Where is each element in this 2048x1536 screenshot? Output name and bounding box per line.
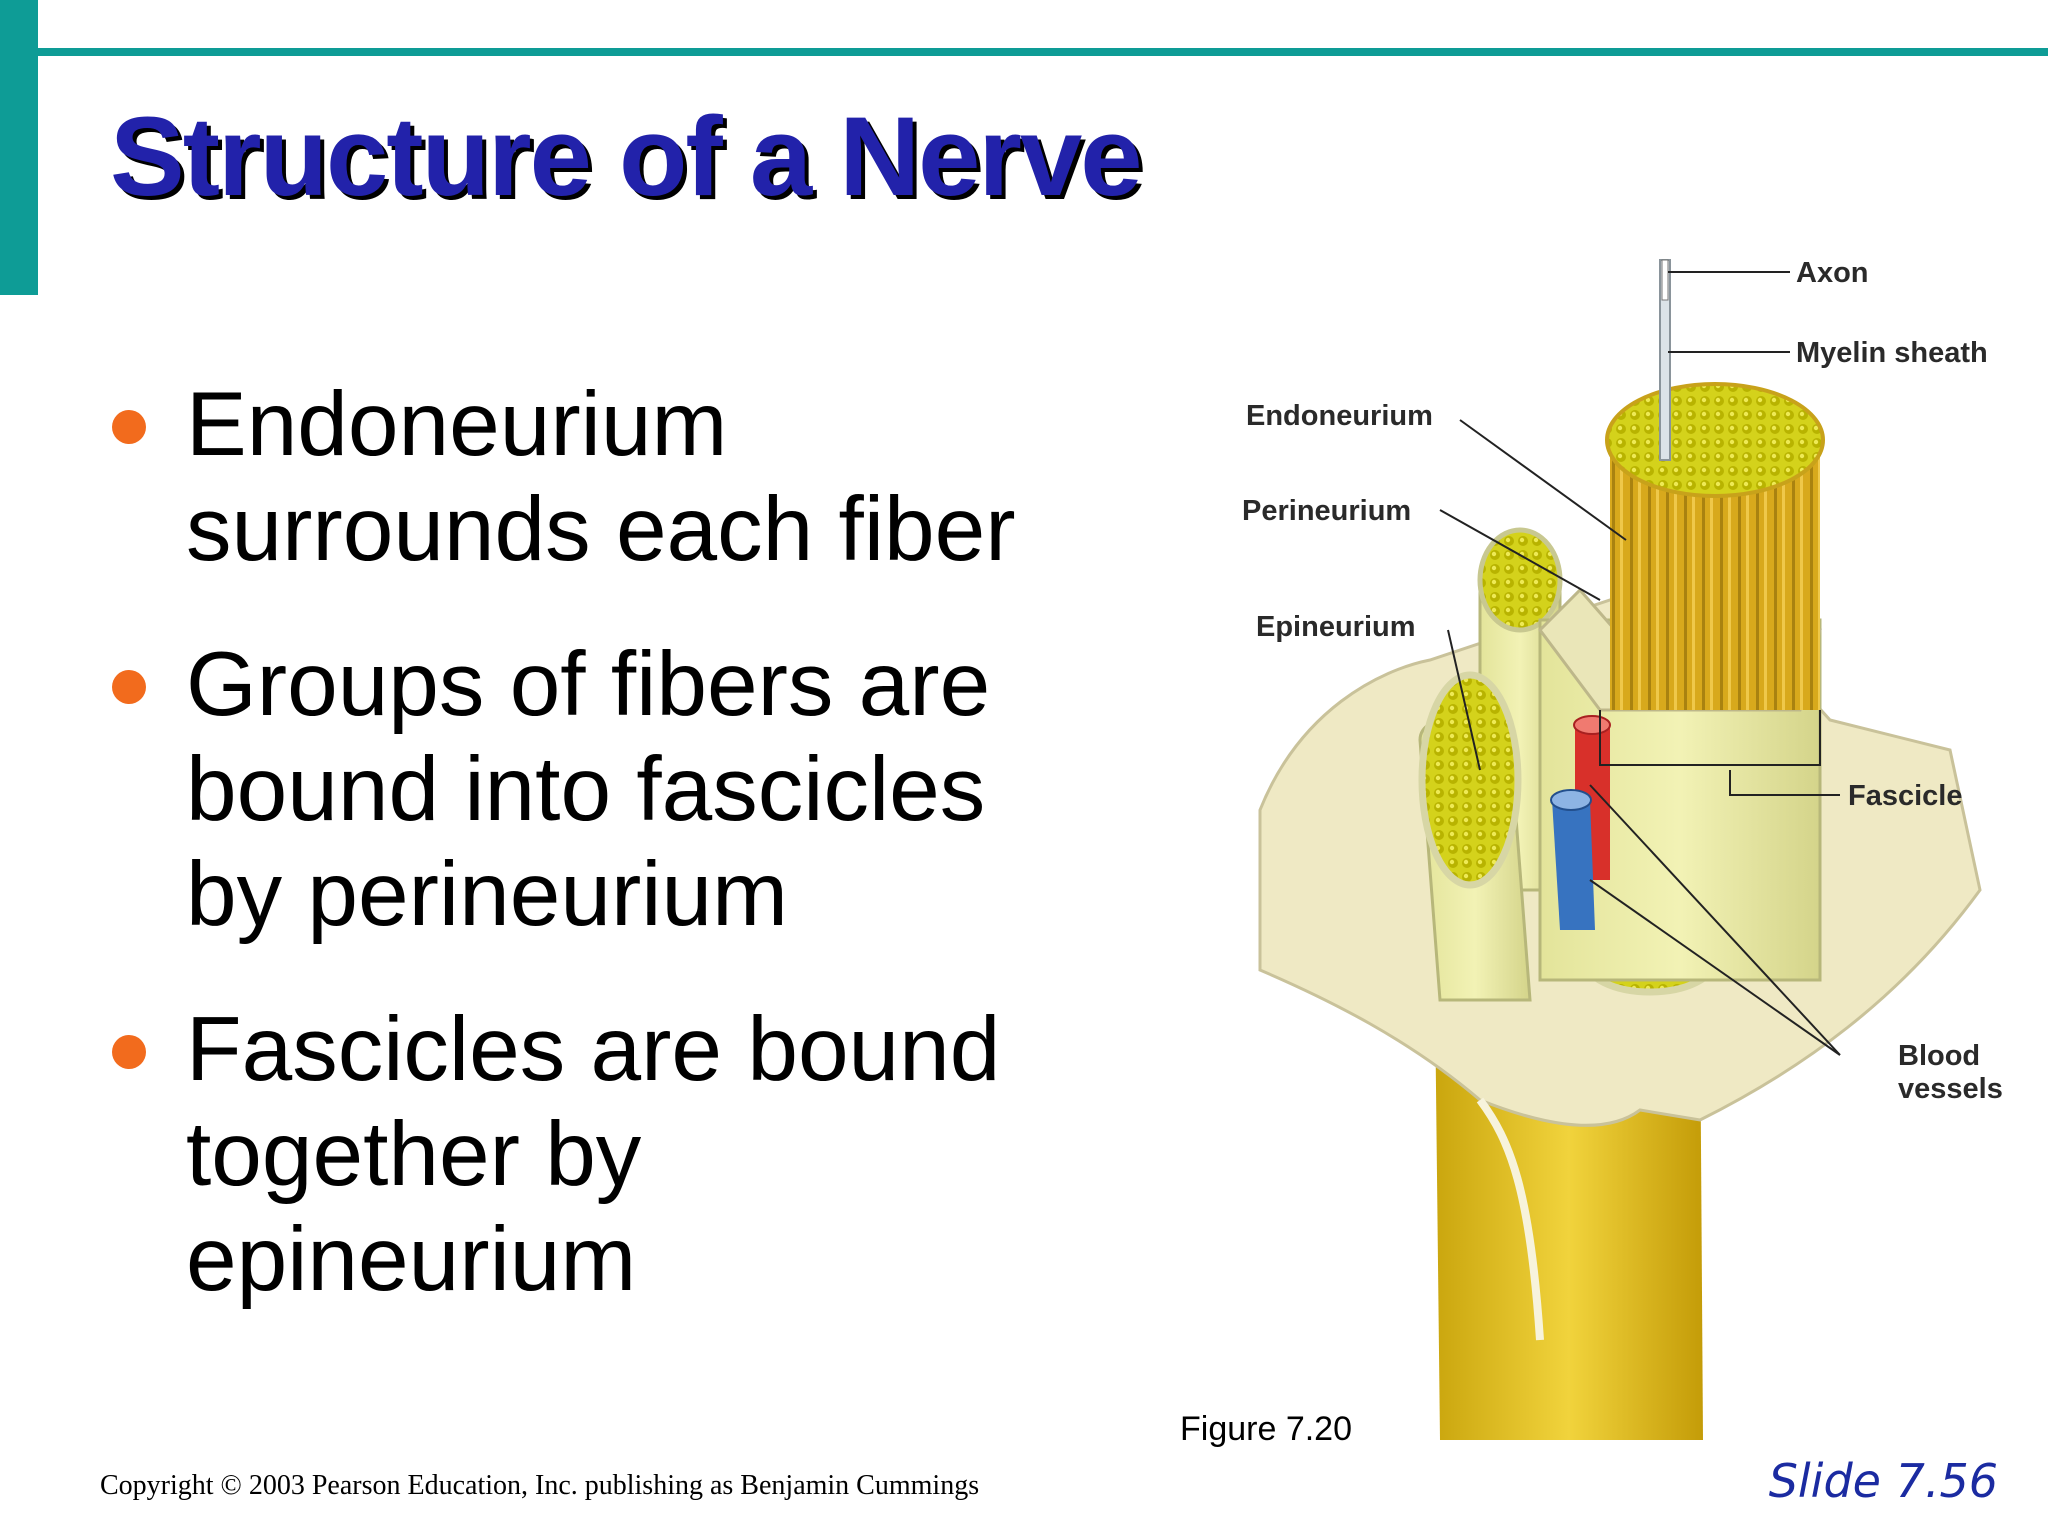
label-blood-vessels-line1: Blood bbox=[1898, 1040, 1980, 1072]
bullet-dot-icon bbox=[112, 1035, 146, 1069]
blood-vessel-red-end bbox=[1573, 715, 1611, 735]
leader-lines bbox=[1439, 271, 1841, 1056]
epineurium-leader bbox=[1447, 629, 1481, 771]
label-blood-vessels-line2: vessels bbox=[1898, 1073, 2003, 1105]
bullet-item: Groups of fibers are bound into fascicle… bbox=[108, 632, 1158, 947]
fiber-bundle-top bbox=[1605, 382, 1825, 498]
bullet-line: by perineurium bbox=[186, 844, 788, 945]
fascicle-bracket bbox=[1599, 710, 1821, 766]
label-endoneurium: Endoneurium bbox=[1246, 400, 1433, 432]
accent-bar bbox=[0, 0, 38, 295]
bullet-line: together by bbox=[186, 1104, 642, 1205]
blood-vessel-blue bbox=[1552, 800, 1595, 930]
slide-number: Slide 7.56 bbox=[1768, 1454, 1998, 1508]
epineurium-fold bbox=[1476, 1097, 1544, 1341]
label-epineurium: Epineurium bbox=[1256, 611, 1416, 643]
bullet-item: Endoneurium surrounds each fiber bbox=[108, 372, 1158, 582]
perineurium-leader bbox=[1439, 509, 1601, 601]
bullet-line: Groups of fibers are bbox=[186, 634, 991, 735]
label-fascicle: Fascicle bbox=[1848, 780, 1962, 812]
bullet-dot-icon bbox=[112, 410, 146, 444]
axon-tip bbox=[1661, 259, 1669, 301]
label-perineurium: Perineurium bbox=[1242, 495, 1411, 527]
label-axon: Axon bbox=[1796, 257, 1869, 289]
nerve-diagram-svg: Axon Myelin sheath Endoneurium Perineuri… bbox=[1242, 257, 2003, 1440]
bullet-line: bound into fascicles bbox=[186, 739, 986, 840]
endoneurium-leader bbox=[1459, 419, 1627, 541]
nerve-diagram-image: Axon Myelin sheath Endoneurium Perineuri… bbox=[1180, 240, 2048, 1460]
fiber-bundle bbox=[1610, 440, 1820, 710]
bullet-item: Fascicles are bound together by epineuri… bbox=[108, 997, 1158, 1312]
top-rule bbox=[38, 48, 2048, 56]
bullet-line: Endoneurium bbox=[186, 374, 728, 475]
bullet-line: Fascicles are bound bbox=[186, 999, 1001, 1100]
fascicle-left-back-end bbox=[1477, 527, 1563, 633]
blood-vessel-leader-red bbox=[1589, 784, 1841, 1056]
fascicle-leader bbox=[1729, 770, 1840, 796]
blood-vessel-blue-end bbox=[1550, 789, 1592, 811]
figure-caption: Figure 7.20 bbox=[1180, 1410, 1352, 1448]
bullet-line: epineurium bbox=[186, 1209, 637, 1310]
bullet-dot-icon bbox=[112, 670, 146, 704]
fascicle-left-front-end bbox=[1418, 671, 1522, 889]
label-myelin-sheath: Myelin sheath bbox=[1796, 337, 1988, 369]
bullet-line: surrounds each fiber bbox=[186, 479, 1016, 580]
bullet-list: Endoneurium surrounds each fiber Groups … bbox=[108, 372, 1158, 1362]
copyright-notice: Copyright © 2003 Pearson Education, Inc.… bbox=[100, 1470, 980, 1501]
blood-vessel-leader-blue bbox=[1589, 879, 1841, 1056]
slide-title: Structure of a Nerve bbox=[110, 94, 1143, 219]
